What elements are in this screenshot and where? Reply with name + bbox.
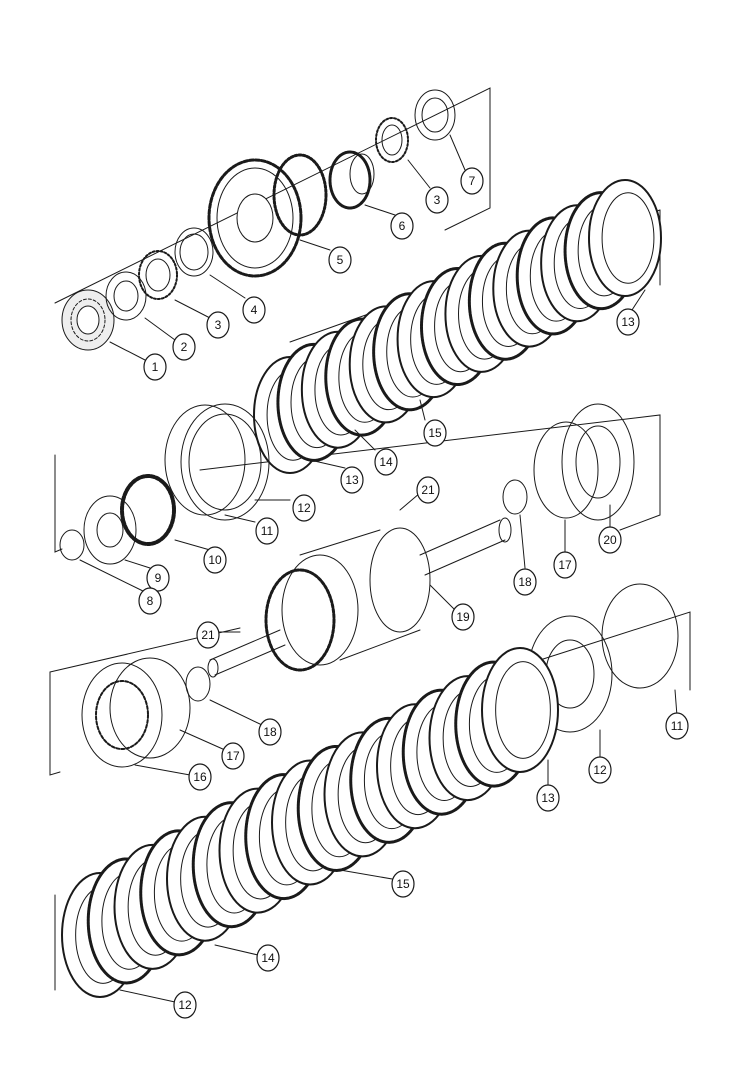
- section-frame-upper-clutch: [54, 454, 63, 553]
- callout-circle: [416, 476, 440, 504]
- callout-circle: [292, 494, 316, 522]
- callout-circle: [390, 212, 414, 240]
- callout-number: 17: [558, 558, 572, 572]
- callout-number: 11: [261, 524, 274, 538]
- callout-circle: [374, 448, 398, 476]
- callout-number: 15: [428, 426, 442, 440]
- callout-circle: [423, 419, 447, 447]
- seal-ring-17b: [109, 657, 191, 759]
- callout-number: 2: [181, 340, 188, 354]
- callout-circle: [196, 621, 220, 649]
- callout-number: 12: [297, 501, 311, 515]
- callout-number: 7: [469, 174, 476, 188]
- callout-circle: [173, 991, 197, 1019]
- clutch-plate: [588, 179, 662, 297]
- callout-circle: [203, 546, 227, 574]
- snap-ring-11: [164, 404, 246, 516]
- seal-ring-18a: [502, 479, 528, 515]
- callout-number: 21: [201, 628, 215, 642]
- seal-ring-18b: [185, 666, 211, 702]
- callout-circle: [256, 944, 280, 972]
- callout-circle: [598, 526, 622, 554]
- section-frame-lower-right: [539, 611, 691, 691]
- callout-circle: [451, 603, 475, 631]
- callout-number: 14: [379, 455, 393, 469]
- spring-pack-10: [120, 474, 176, 546]
- callout-number: 13: [541, 791, 555, 805]
- clutch-plate: [481, 647, 559, 773]
- bearing-1: [61, 289, 115, 351]
- callout-number: 18: [518, 575, 532, 589]
- clutch-plate-bore: [601, 192, 655, 284]
- callout-circle: [138, 587, 162, 615]
- callout-number: 12: [593, 763, 607, 777]
- callout-number: 11: [671, 719, 684, 733]
- thrust-bearing-3b: [375, 117, 409, 163]
- callout-circle: [221, 742, 245, 770]
- callout-leaders: [79, 134, 678, 1003]
- callout-number: 13: [621, 315, 635, 329]
- callout-circle: [143, 353, 167, 381]
- plate-9: [83, 495, 137, 565]
- callout-circle: [616, 308, 640, 336]
- callout-number: 1: [152, 360, 159, 374]
- callout-number: 10: [208, 553, 222, 567]
- callout-circle: [588, 756, 612, 784]
- callout-circle: [255, 517, 279, 545]
- callout-circle: [146, 564, 170, 592]
- snap-ring-8: [59, 529, 85, 561]
- snap-ring-11b: [601, 583, 679, 689]
- callout-number: 9: [155, 571, 162, 585]
- callout-circle: [242, 296, 266, 324]
- section-frame-top: [54, 87, 491, 304]
- race-7: [414, 89, 456, 141]
- callout-circle: [391, 870, 415, 898]
- callout-number: 17: [226, 749, 240, 763]
- callout-circle: [340, 466, 364, 494]
- seal-ring-17a: [533, 421, 599, 519]
- callout-circle: [536, 784, 560, 812]
- callout-number: 15: [396, 877, 410, 891]
- upper-clutch-pack: [253, 179, 662, 474]
- lower-clutch-pack: [61, 647, 559, 998]
- clutch-plate-bore: [495, 661, 551, 759]
- piston-16: [81, 662, 163, 768]
- needle-bearing-6: [328, 150, 375, 210]
- callout-number: 4: [251, 303, 258, 317]
- callout-circle: [206, 311, 230, 339]
- callout-number: 5: [337, 253, 344, 267]
- section-frame-lower: [49, 671, 61, 776]
- callout-number: 3: [434, 193, 441, 207]
- gear-5: [207, 153, 328, 278]
- callout-circle: [258, 718, 282, 746]
- washer-4: [174, 227, 214, 277]
- callout-labels: 1234563713151413121110982118172019211817…: [138, 167, 689, 1019]
- race-2: [105, 271, 147, 321]
- callout-circle: [188, 763, 212, 791]
- callout-number: 12: [178, 998, 192, 1012]
- callout-number: 8: [147, 594, 154, 608]
- callout-circle: [553, 551, 577, 579]
- callout-circle: [460, 167, 484, 195]
- callout-number: 20: [603, 533, 617, 547]
- callout-number: 6: [399, 219, 406, 233]
- callout-number: 3: [215, 318, 222, 332]
- callout-number: 21: [421, 483, 435, 497]
- callout-number: 19: [456, 610, 470, 624]
- hub-20: [561, 403, 635, 521]
- piston-12: [180, 403, 270, 521]
- callout-number: 14: [261, 951, 275, 965]
- callout-circle: [172, 333, 196, 361]
- callout-number: 13: [345, 473, 359, 487]
- callout-circle: [513, 568, 537, 596]
- callout-circle: [425, 186, 449, 214]
- callout-number: 18: [263, 725, 277, 739]
- drum-shaft-19: [207, 517, 512, 678]
- callout-circle: [328, 246, 352, 274]
- callout-number: 16: [193, 770, 207, 784]
- callout-circle: [665, 712, 689, 740]
- thrust-bearing-3: [138, 250, 178, 300]
